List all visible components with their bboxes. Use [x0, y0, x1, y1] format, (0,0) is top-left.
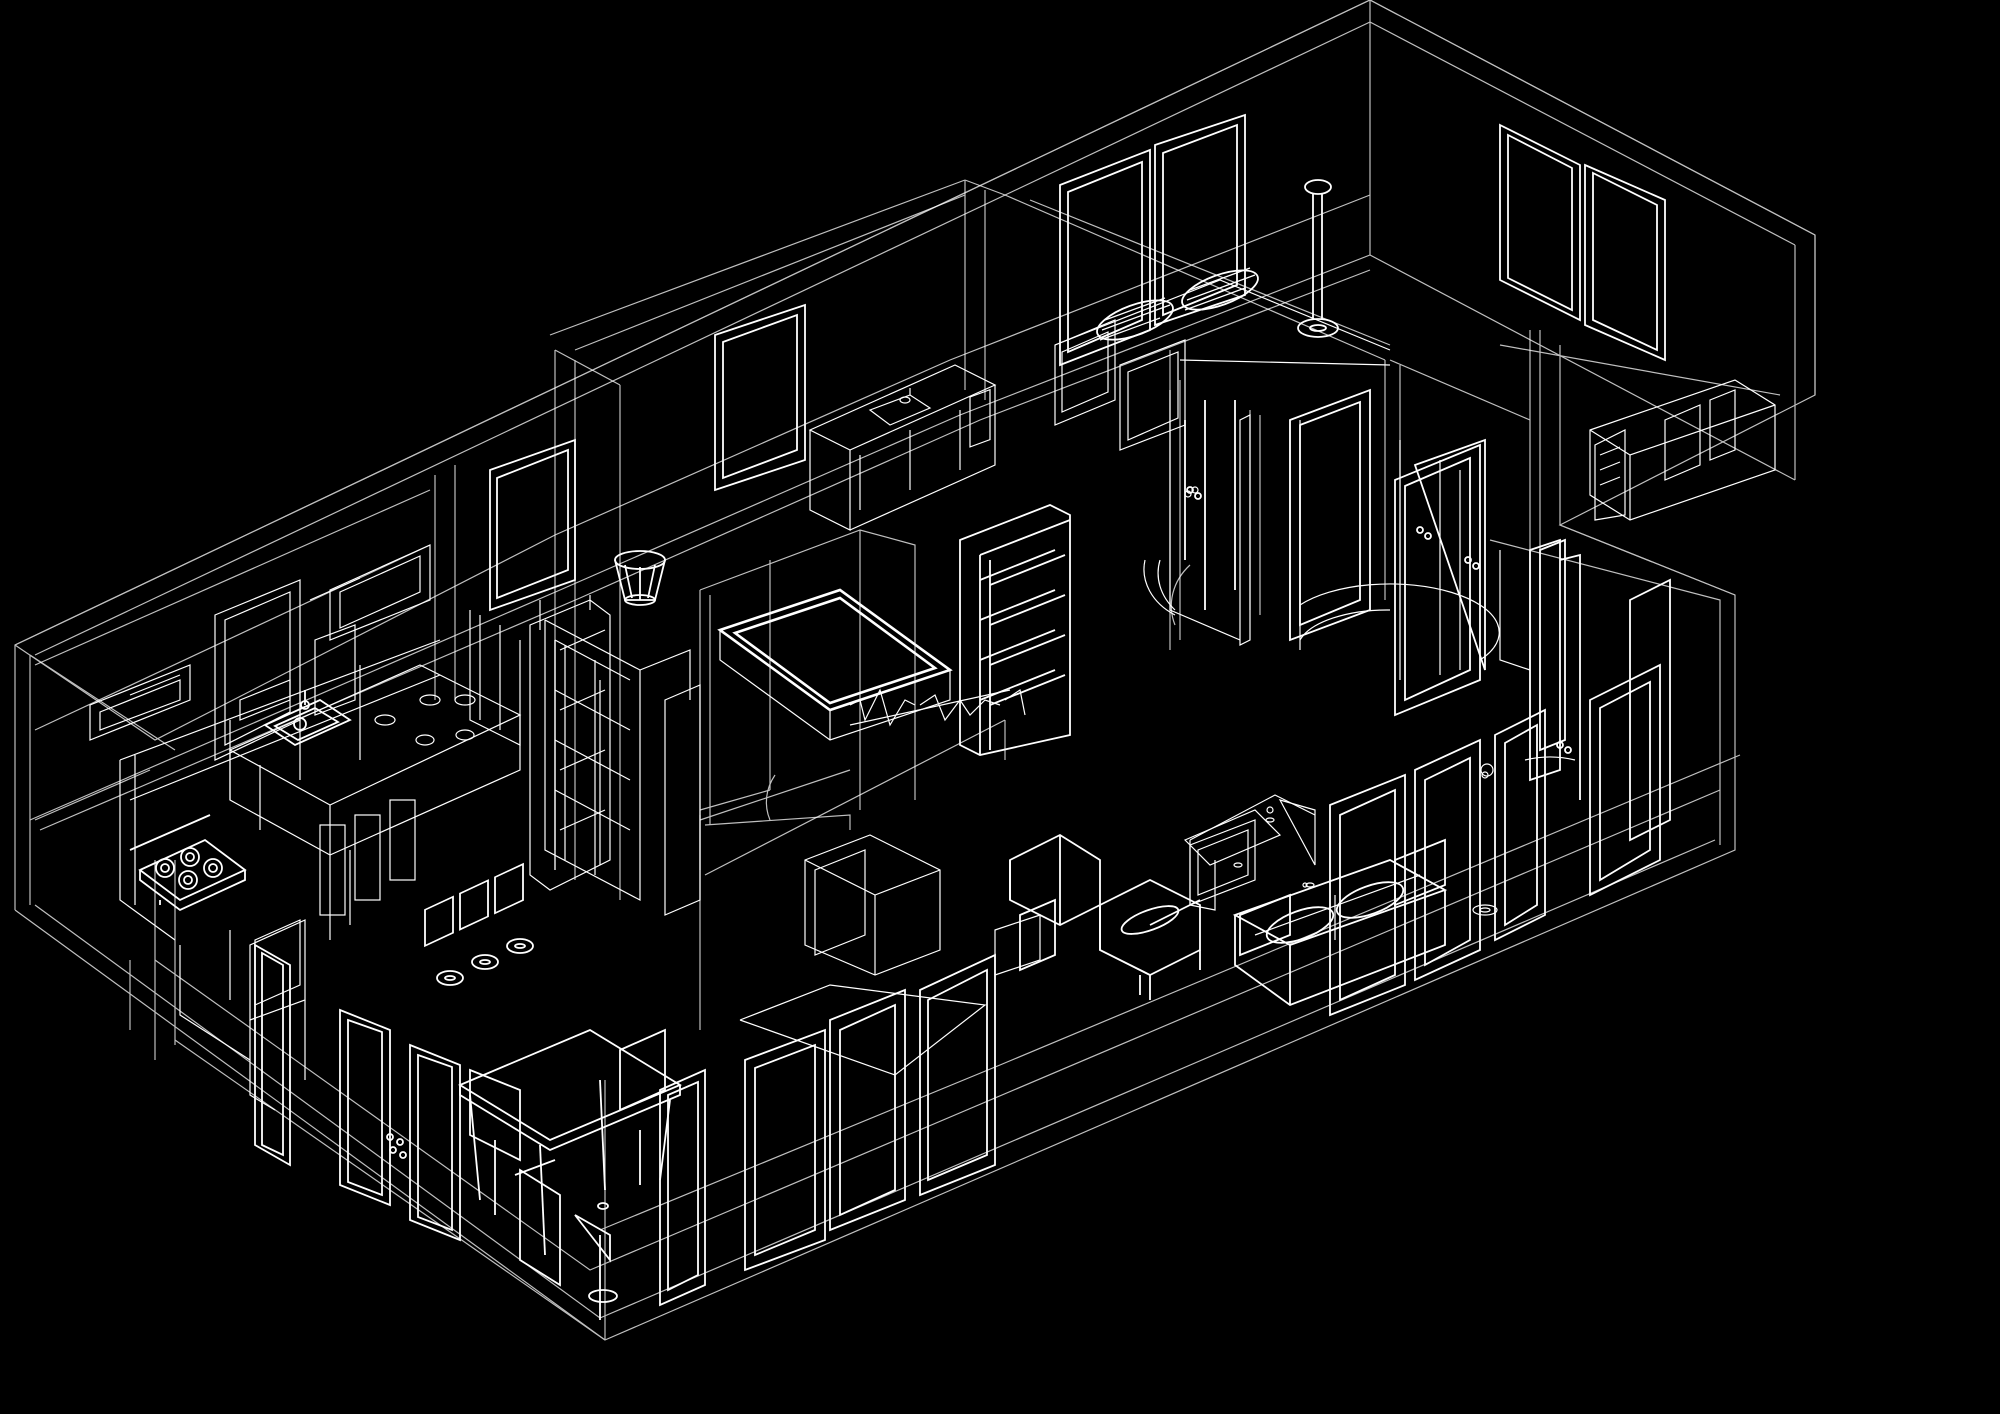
bathroom-door [1499, 538, 1581, 800]
tall-cabinets [544, 619, 701, 916]
windows [254, 113, 1671, 1307]
wardrobe [1157, 388, 1500, 717]
kitchen-passthrough [529, 595, 611, 891]
dimension-mark [849, 688, 1026, 727]
kitchen-cabinets [89, 544, 522, 941]
sofa [1232, 838, 1448, 1007]
front-doors [386, 1133, 618, 1320]
countertop-appliances [239, 679, 476, 746]
floor-outlets [1266, 763, 1498, 916]
bathtub [717, 588, 953, 741]
bathroom-vanity [808, 364, 997, 531]
bookshelf [959, 504, 1071, 756]
wastebasket [614, 550, 666, 606]
bar-stools [424, 862, 534, 986]
bathroom-fixtures [1589, 379, 1776, 521]
dining-table [458, 1028, 682, 1256]
kitchen-chairs [179, 919, 306, 1111]
kitchen-sink [263, 690, 352, 747]
room1-walls [699, 529, 1191, 1030]
coffee-table [1183, 794, 1316, 911]
floor-lamp [1297, 179, 1339, 338]
doors [1143, 390, 1461, 680]
radiators [1096, 267, 1259, 341]
stove [129, 814, 247, 912]
tv-console [739, 834, 1041, 1076]
armchair [1009, 833, 1201, 1000]
